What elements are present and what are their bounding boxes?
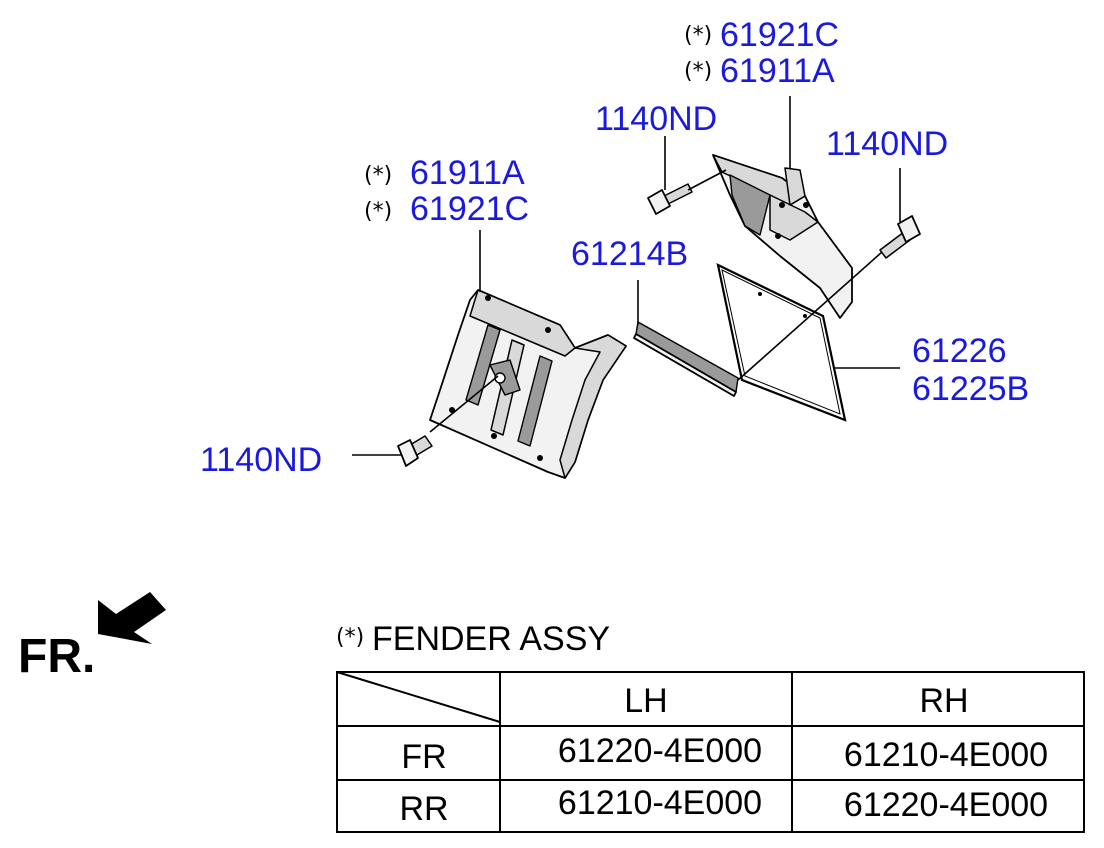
part-number-bolt-top-right: 1140ND xyxy=(826,125,948,163)
table-header-lh: LH xyxy=(624,682,667,720)
front-direction-label: FR. xyxy=(18,630,95,683)
callout-marker: (*) xyxy=(364,199,392,224)
table-title: FENDER ASSY xyxy=(372,620,610,658)
strip-part xyxy=(633,321,739,397)
table-cell-rr-lh: 61210-4E000 xyxy=(558,784,762,822)
bolt-top-right-icon xyxy=(879,215,921,259)
fender-table: (*) FENDER ASSY LH RH FR 61220-4E000 612… xyxy=(336,620,1085,833)
front-direction-indicator: FR. xyxy=(18,592,166,683)
table-title-marker: (*) xyxy=(336,625,364,650)
table-row-label-fr: FR xyxy=(401,738,446,776)
part-number-flap-upper: 61226 xyxy=(912,332,1007,370)
part-number-61921c-left: 61921C xyxy=(410,190,529,228)
callout-left-lower: (*) 61921C xyxy=(364,190,529,228)
left-fender-part xyxy=(429,289,627,479)
right-fender-part xyxy=(712,154,853,319)
part-number-bolt-top-left: 1140ND xyxy=(595,100,717,138)
part-number-strip: 61214B xyxy=(571,235,688,273)
callout-marker: (*) xyxy=(684,23,712,48)
front-direction-arrow-icon xyxy=(98,592,166,644)
table-cell-fr-rh: 61210-4E000 xyxy=(844,736,1048,774)
table-corner-diagonal xyxy=(336,671,501,723)
table-header-rh: RH xyxy=(919,682,968,720)
callout-top-right-lower: (*) 61911A xyxy=(684,52,835,90)
callout-marker: (*) xyxy=(364,163,392,188)
table-cell-rr-rh: 61220-4E000 xyxy=(844,786,1048,824)
callout-top-right-upper: (*) 61921C xyxy=(684,16,839,54)
bolt-left-icon xyxy=(397,435,433,467)
mud-flap-part xyxy=(716,263,847,422)
part-number-61921c: 61921C xyxy=(720,16,839,54)
table-row-label-rr: RR xyxy=(399,790,448,828)
bolt-top-left-icon xyxy=(647,183,693,215)
part-number-flap-lower: 61225B xyxy=(912,370,1029,408)
part-number-61911a: 61911A xyxy=(720,52,835,90)
table-cell-fr-lh: 61220-4E000 xyxy=(558,732,762,770)
leader-lines xyxy=(352,96,901,456)
part-number-61911a-left: 61911A xyxy=(410,154,525,192)
part-number-bolt-left: 1140ND xyxy=(200,441,322,479)
callout-left-upper: (*) 61911A xyxy=(364,154,525,192)
callout-marker: (*) xyxy=(684,59,712,84)
